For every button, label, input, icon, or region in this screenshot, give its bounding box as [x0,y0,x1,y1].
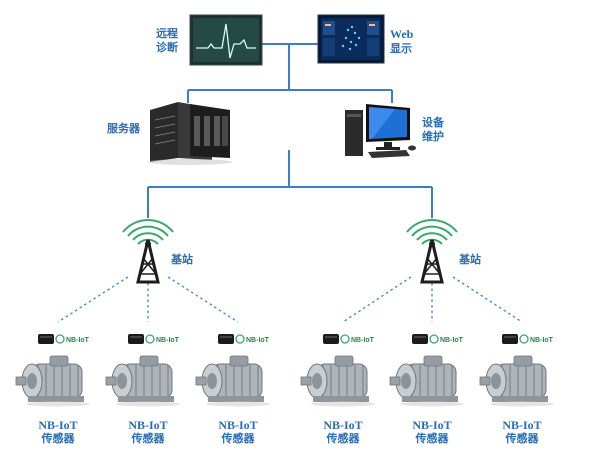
sensor-unit: NB-IoT [195,334,270,407]
sensor-unit: NB-IoT [300,334,375,407]
remote-diagnosis-label: 远程 诊断 [156,27,178,54]
base-station-left-icon [122,219,174,284]
nb-iot-module-icon: NB-IoT [502,334,554,344]
sensor-label-line1: NB-IoT [218,418,258,432]
ecg-waveform-icon [196,23,256,59]
motor-icon [195,355,270,407]
nb-iot-badge: NB-IoT [530,337,554,344]
sensor-label-line2: 传感器 [131,432,165,445]
server-icon [148,102,232,165]
sensor-label-line2: 传感器 [415,432,449,445]
web-display-label: Web 显示 [390,27,414,55]
sensor-unit: NB-IoT [389,334,464,407]
base-station-left-label: 基站 [171,253,193,266]
nb-iot-module-icon: NB-IoT [128,334,180,344]
sensor-label-line1: NB-IoT [38,418,78,432]
connectors [147,43,433,218]
server-label: 服务器 [107,122,140,135]
nb-iot-module-icon: NB-IoT [218,334,270,344]
web-dashboard-screen [317,14,385,64]
nb-iot-badge: NB-IoT [440,337,464,344]
sensor-label-line1: NB-IoT [502,418,542,432]
sensor-label-line2: 传感器 [505,432,539,445]
sensor-unit: NB-IoT [479,334,554,407]
motor-icon [15,355,90,407]
maintenance-label: 设备 维护 [422,116,444,143]
base-station-right-icon [406,219,458,284]
sensor-label-line2: 传感器 [326,432,360,445]
sensor-label-line2: 传感器 [41,432,75,445]
motor-icon [300,355,375,407]
wireless-links [57,276,523,323]
sensor-unit: NB-IoT [15,334,90,407]
nb-iot-module-icon: NB-IoT [412,334,464,344]
sensor-unit: NB-IoT [105,334,180,407]
nb-iot-badge: NB-IoT [351,337,375,344]
nb-iot-badge: NB-IoT [156,337,180,344]
map-dots-icon [341,25,361,51]
nb-iot-badge: NB-IoT [66,337,90,344]
sensor-label-line1: NB-IoT [412,418,452,432]
desktop-pc-icon [345,104,416,158]
diagnosis-monitor [189,14,263,66]
motor-icon [389,355,464,407]
motor-icon [479,355,554,407]
sensor-label-line1: NB-IoT [128,418,168,432]
sensor-units: NB-IoT NB-IoT NB-IoT NB-IoT NB-IoT NB-IoT [15,334,554,407]
base-station-right-label: 基站 [459,253,481,266]
sensor-label-line1: NB-IoT [323,418,363,432]
motor-icon [105,355,180,407]
nb-iot-module-icon: NB-IoT [323,334,375,344]
sensor-label-line2: 传感器 [221,432,255,445]
nb-iot-badge: NB-IoT [246,337,270,344]
nb-iot-module-icon: NB-IoT [38,334,90,344]
